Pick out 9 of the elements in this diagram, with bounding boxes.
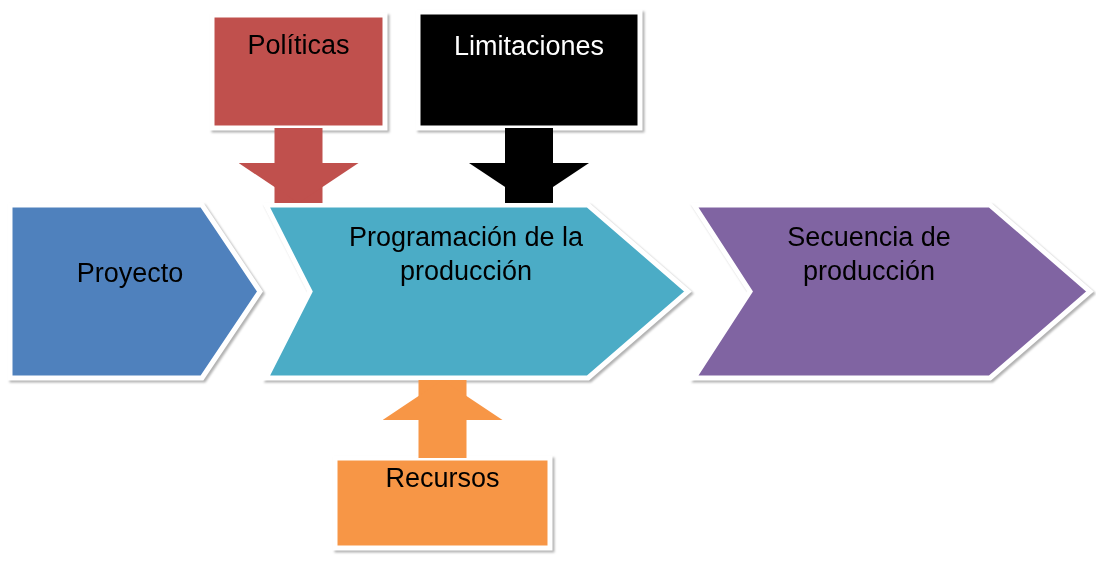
arrow xyxy=(469,128,589,203)
node-label: Programación de la producción xyxy=(347,221,585,288)
arrow xyxy=(382,380,503,458)
node-label: Secuencia de producción xyxy=(786,221,952,288)
arrow xyxy=(238,128,359,203)
node-label: Políticas xyxy=(246,29,351,62)
node-label: Proyecto xyxy=(75,257,185,290)
node-label: Limitaciones xyxy=(452,30,606,63)
node-label: Recursos xyxy=(384,462,501,495)
